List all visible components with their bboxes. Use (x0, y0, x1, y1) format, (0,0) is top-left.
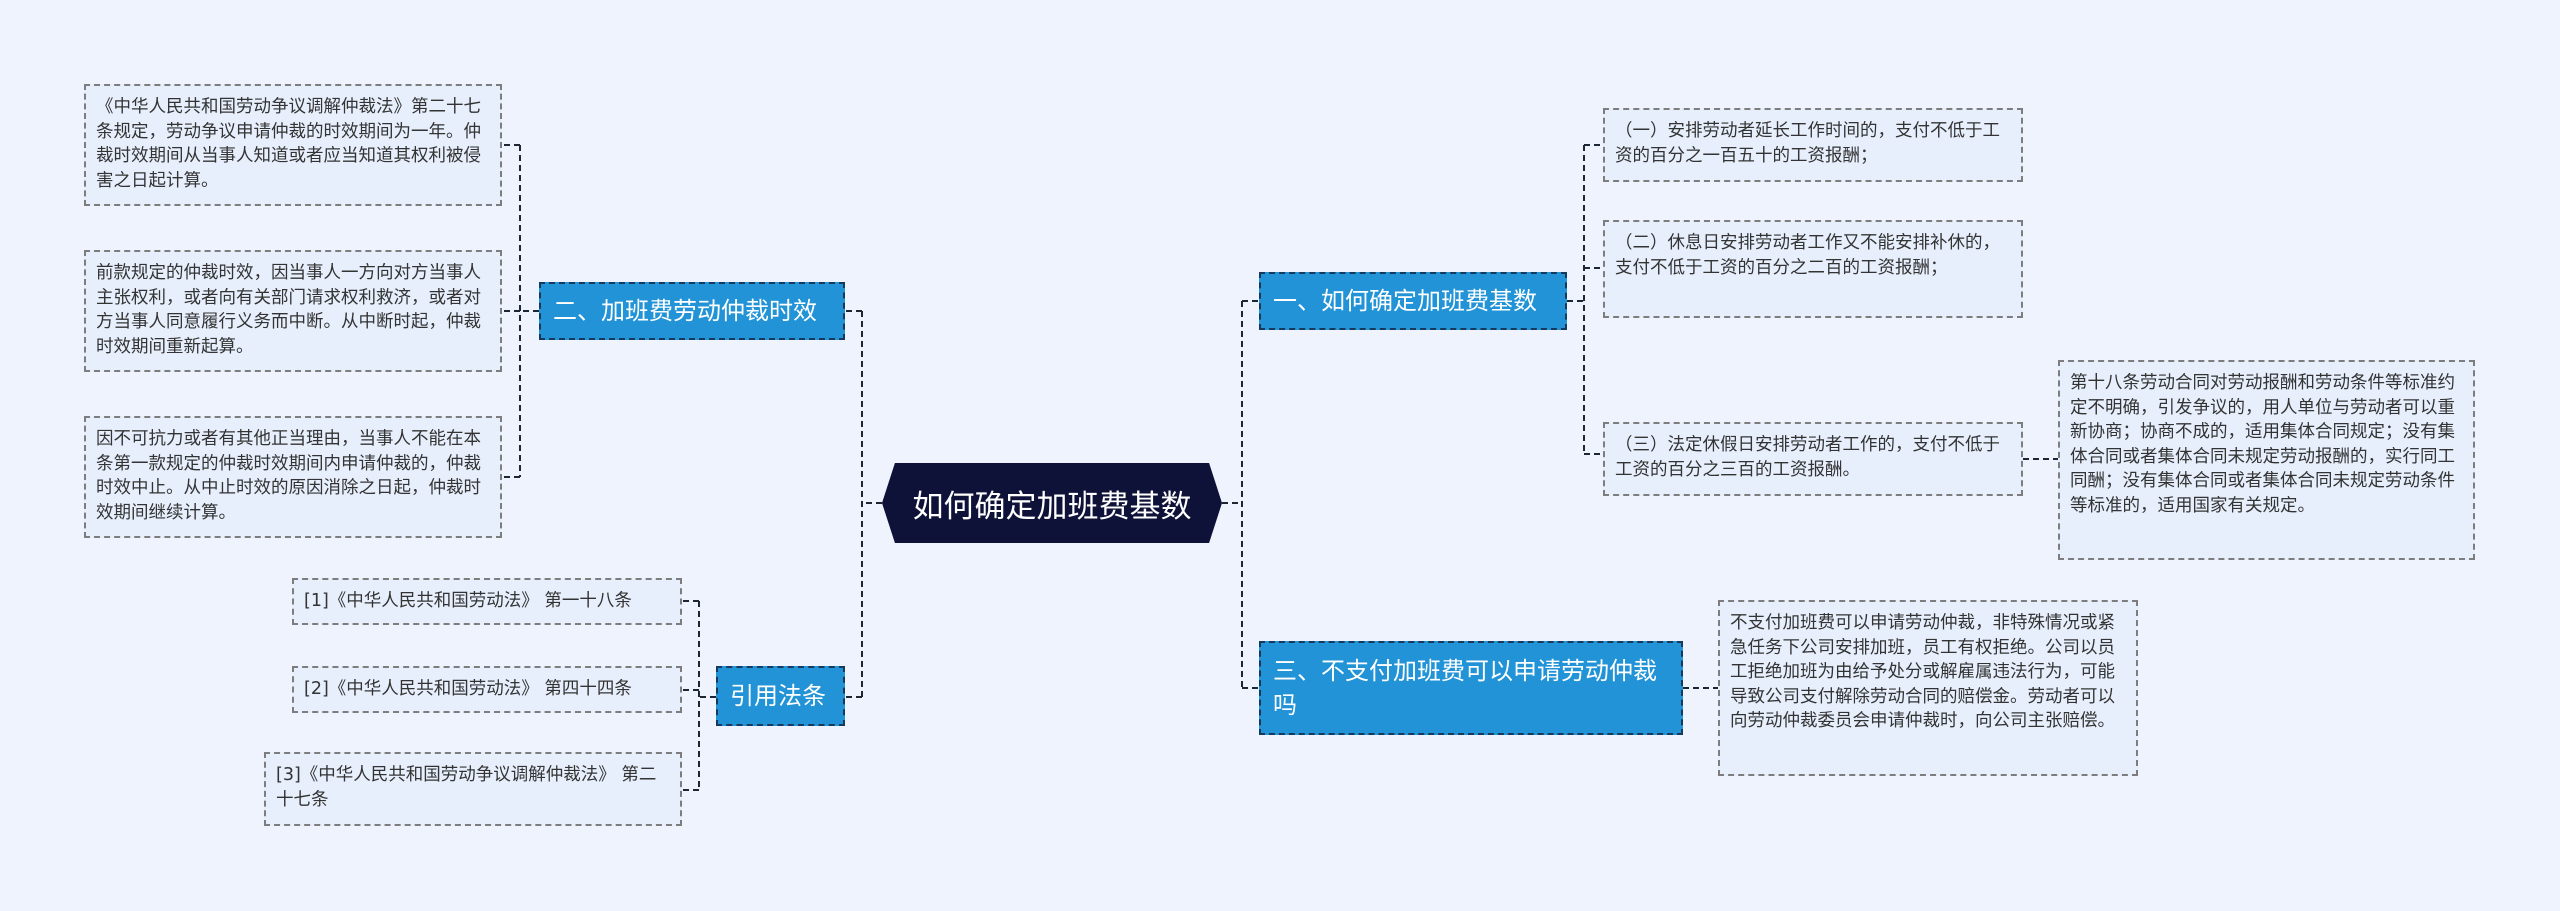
connector-b4-leaves (682, 600, 716, 791)
b4-leaf-1-text: [1]《中华人民共和国劳动法》 第一十八条 (304, 591, 632, 611)
branch-node-4[interactable]: 引用法条 (716, 666, 845, 726)
b4-leaf-2[interactable]: [2]《中华人民共和国劳动法》 第四十四条 (292, 666, 682, 713)
b3-leaf-1-text: 不支付加班费可以申请劳动仲裁，非特殊情况或紧急任务下公司安排加班，员工有权拒绝。… (1730, 613, 2115, 731)
b1-leaf-1-text: （一）安排劳动者延长工作时间的，支付不低于工资的百分之一百五十的工资报酬； (1615, 121, 2000, 166)
b1-leaf-3[interactable]: （三）法定休假日安排劳动者工作的，支付不低于工资的百分之三百的工资报酬。 (1603, 422, 2023, 496)
branch-label-2: 二、加班费劳动仲裁时效 (553, 297, 817, 325)
b3-leaf-1[interactable]: 不支付加班费可以申请劳动仲裁，非特殊情况或紧急任务下公司安排加班，员工有权拒绝。… (1718, 600, 2138, 776)
b4-leaf-3-text: [3]《中华人民共和国劳动争议调解仲裁法》 第二十七条 (276, 765, 657, 810)
b1-subleaf-text: 第十八条劳动合同对劳动报酬和劳动条件等标准约定不明确，引发争议的，用人单位与劳动… (2070, 373, 2455, 516)
b2-leaf-2[interactable]: 前款规定的仲裁时效，因当事人一方向对方当事人主张权利，或者向有关部门请求权利救济… (84, 250, 502, 372)
b2-leaf-3-text: 因不可抗力或者有其他正当理由，当事人不能在本条第一款规定的仲裁时效期间内申请仲裁… (96, 429, 481, 523)
connector-b1-leaves (1567, 144, 1603, 455)
b2-leaf-1[interactable]: 《中华人民共和国劳动争议调解仲裁法》第二十七条规定，劳动争议申请仲裁的时效期间为… (84, 84, 502, 206)
b4-leaf-1[interactable]: [1]《中华人民共和国劳动法》 第一十八条 (292, 578, 682, 625)
branch-label-1: 一、如何确定加班费基数 (1273, 287, 1537, 315)
branch-node-1[interactable]: 一、如何确定加班费基数 (1259, 272, 1567, 330)
connector-root-right (1222, 300, 1259, 689)
b2-leaf-2-text: 前款规定的仲裁时效，因当事人一方向对方当事人主张权利，或者向有关部门请求权利救济… (96, 263, 481, 357)
connector-root-left (845, 310, 882, 698)
b1-leaf-1[interactable]: （一）安排劳动者延长工作时间的，支付不低于工资的百分之一百五十的工资报酬； (1603, 108, 2023, 182)
root-node[interactable]: 如何确定加班费基数 (882, 463, 1222, 543)
b4-leaf-2-text: [2]《中华人民共和国劳动法》 第四十四条 (304, 679, 632, 699)
branch-node-3[interactable]: 三、不支付加班费可以申请劳动仲裁吗 (1259, 641, 1683, 735)
root-label: 如何确定加班费基数 (912, 488, 1192, 525)
b1-leaf-2-text: （二）休息日安排劳动者工作又不能安排补休的，支付不低于工资的百分之二百的工资报酬… (1615, 233, 2000, 278)
b1-leaf-2[interactable]: （二）休息日安排劳动者工作又不能安排补休的，支付不低于工资的百分之二百的工资报酬… (1603, 220, 2023, 318)
branch-label-3: 三、不支付加班费可以申请劳动仲裁吗 (1273, 657, 1657, 719)
b1-leaf-3-text: （三）法定休假日安排劳动者工作的，支付不低于工资的百分之三百的工资报酬。 (1615, 435, 2000, 480)
connector-b2-leaves (502, 144, 539, 478)
b4-leaf-3[interactable]: [3]《中华人民共和国劳动争议调解仲裁法》 第二十七条 (264, 752, 682, 826)
branch-node-2[interactable]: 二、加班费劳动仲裁时效 (539, 282, 845, 340)
b2-leaf-1-text: 《中华人民共和国劳动争议调解仲裁法》第二十七条规定，劳动争议申请仲裁的时效期间为… (96, 97, 481, 191)
b2-leaf-3[interactable]: 因不可抗力或者有其他正当理由，当事人不能在本条第一款规定的仲裁时效期间内申请仲裁… (84, 416, 502, 538)
branch-label-4: 引用法条 (730, 682, 826, 710)
b1-subleaf[interactable]: 第十八条劳动合同对劳动报酬和劳动条件等标准约定不明确，引发争议的，用人单位与劳动… (2058, 360, 2475, 560)
